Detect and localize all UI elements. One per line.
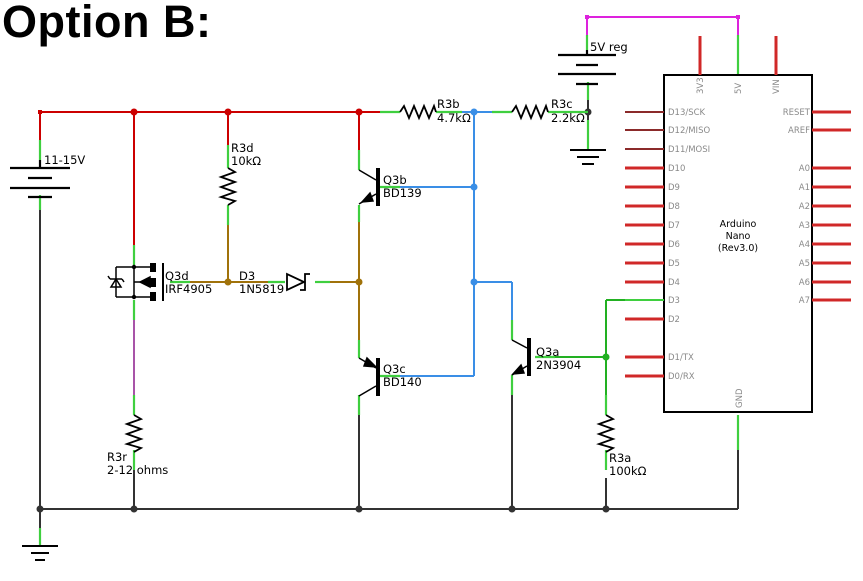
r3b-value: 4.7kΩ [437,111,471,125]
resistor-r3d-icon[interactable] [218,167,238,206]
r3b-name: R3b [437,97,460,111]
resistor-r3c-icon[interactable] [511,103,549,121]
arduino-pin-label: D7 [668,221,680,231]
arduino-pin-label: VIN [772,79,782,94]
arduino-pin-label: D1/TX [668,353,694,363]
ground-symbol-reg [570,149,606,165]
arduino-pin-label: A2 [799,202,810,212]
battery-main-label: 11-15V [44,153,85,167]
r3c-value: 2.2kΩ [551,111,585,125]
arduino-title-1: Arduino [720,219,757,230]
arduino-pin-label: D13/SCK [668,108,706,118]
resistor-r3r-icon[interactable] [124,414,144,453]
mosfet-q3d-icon[interactable] [107,263,164,301]
transistor-q3c-icon[interactable] [358,356,380,397]
reg-node [585,15,589,19]
battery-reg-icon [558,50,616,86]
q3d-part: IRF4905 [165,282,212,296]
arduino-pin-label: 5V [734,83,744,94]
arduino-pin-label: D5 [668,259,680,269]
supply-nodes [38,108,363,116]
arduino-left-pins: D13/SCK D12/MISO D11/MOSI D10D9D8D7D6D5D4D3… [625,108,710,382]
pin-stubs [38,35,740,545]
gate-wire[interactable] [170,222,360,340]
r3c-name: R3c [551,97,573,111]
q3d-name: Q3d [165,269,189,283]
q3c-name: Q3c [383,362,406,376]
ground-symbol-main [22,545,58,561]
r3d-name: R3d [231,141,254,155]
mosfet-nodes [131,264,137,300]
q3a-name: Q3a [536,345,559,359]
arduino-pin-label: A3 [799,221,810,231]
arduino-pin-label: D3 [668,296,680,306]
d3-node [602,353,610,361]
battery-reg-label: 5V reg [590,40,628,54]
arduino-pin-label: D12/MISO [668,126,710,136]
signal-nodes [470,108,478,286]
arduino-pin-label: D4 [668,278,680,288]
d3-part: 1N5819 [239,282,284,296]
page-title: Option B: [2,0,212,47]
arduino-pin-label: A7 [799,296,810,306]
reg-node [736,15,740,19]
arduino-title-2: Nano [726,231,751,242]
arduino-pin-label: D10 [668,164,685,174]
q3b-name: Q3b [383,173,407,187]
regulator-wire[interactable] [586,16,739,36]
battery-main-icon [10,160,70,199]
supply-rail[interactable] [39,111,396,245]
arduino-pin-label: D11/MOSI [668,145,710,155]
r3d-value: 10kΩ [231,154,261,168]
arduino-nano-body[interactable] [663,74,813,413]
arduino-pin-label: A4 [799,240,810,250]
gate-nodes [224,278,363,286]
arduino-top-pins: 3V3 5V VIN [696,36,782,94]
arduino-title-3: (Rev3.0) [718,243,758,254]
signal-wire[interactable] [386,111,513,377]
arduino-pin-label: D6 [668,240,680,250]
arduino-pin-label: D9 [668,183,680,193]
ground-nodes [36,108,610,513]
transistor-q3a-icon[interactable] [511,338,531,376]
r3a-name: R3a [609,451,631,465]
arduino-pin-label: A5 [799,259,810,269]
arduino-pin-label: D8 [668,202,680,212]
arduino-pin-gnd-label: GND [735,388,745,408]
r3r-value: 2-12 ohms [107,463,168,477]
diode-d3-icon[interactable] [286,272,310,292]
resistor-r3a-icon[interactable] [596,414,616,453]
arduino-pin-label: AREF [788,126,810,136]
d3-name: D3 [239,269,255,283]
q3c-part: BD140 [383,375,422,389]
transistor-q3b-icon[interactable] [358,168,380,206]
arduino-pin-label: D0/RX [668,372,695,382]
arduino-pin-label: A0 [799,164,810,174]
q3a-part: 2N3904 [536,358,581,372]
arduino-pin-label: A1 [799,183,810,193]
arduino-pin-label: 3V3 [696,77,706,94]
arduino-pin-label: RESET [783,108,811,118]
r3r-name: R3r [107,450,127,464]
arduino-pin-label: D2 [668,315,680,325]
q3b-part: BD139 [383,186,422,200]
arduino-pin-label: A6 [799,278,810,288]
resistor-r3b-icon[interactable] [399,103,437,121]
r3a-value: 100kΩ [609,464,647,478]
